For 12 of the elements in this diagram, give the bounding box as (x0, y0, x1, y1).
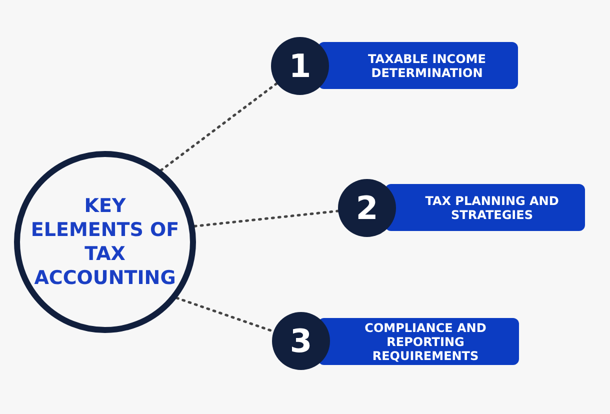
dotted-connector (193, 210, 340, 228)
element-title: TAXABLE INCOME DETERMINATION (367, 52, 487, 80)
element-banner (318, 42, 518, 89)
element-banner (385, 184, 585, 231)
element-banner (318, 318, 519, 365)
element-title: TAX PLANNING AND STRATEGIES (424, 194, 560, 222)
dotted-connector (160, 82, 278, 172)
number-badge: 2 (338, 179, 396, 237)
number-badge: 3 (272, 312, 330, 370)
element-title: COMPLIANCE AND REPORTING REQUIREMENTS (364, 320, 488, 362)
number-badge: 1 (271, 37, 329, 95)
topic-title: KEY ELEMENTS OF TAX ACCOUNTING (30, 194, 180, 290)
